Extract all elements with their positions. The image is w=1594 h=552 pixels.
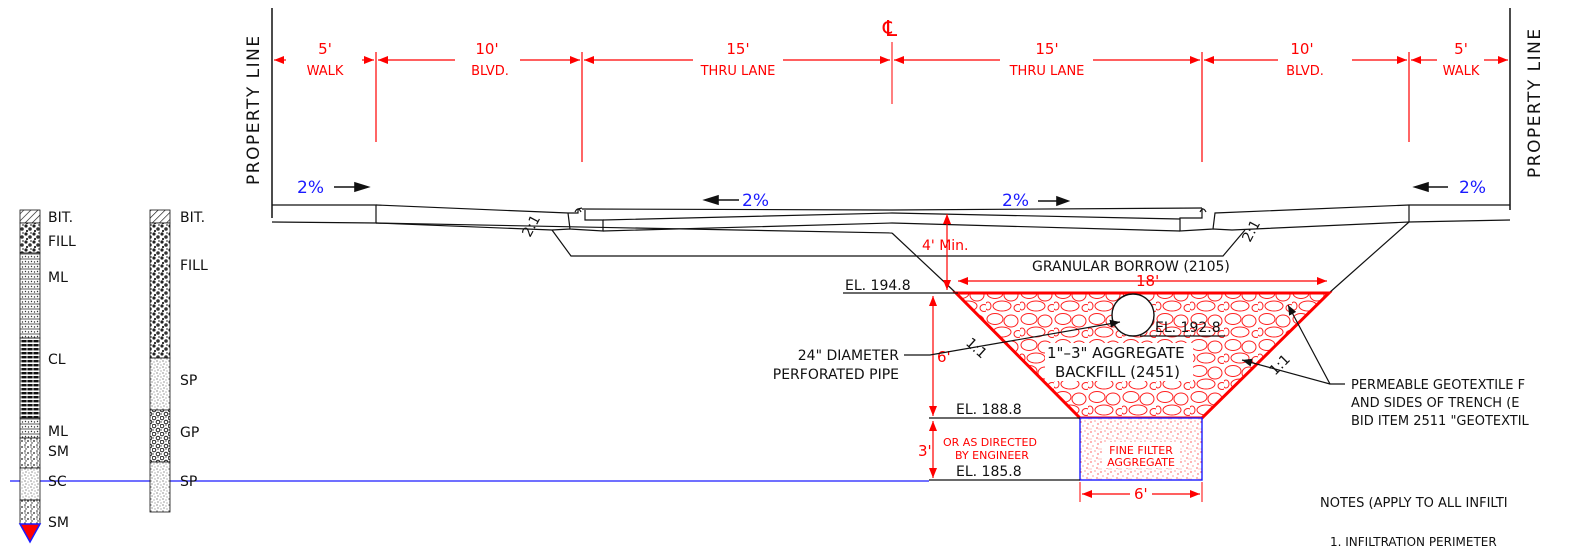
el-pipe-label: EL. 192.8 [1155,320,1221,336]
soil-label: SP [180,474,197,490]
dim-walk-right: 5' WALK [1443,40,1480,79]
geotextile-line-3: BID ITEM 2511 "GEOTEXTIL [1351,414,1530,429]
slope-value: 2% [742,191,769,211]
soil-label: SC [48,474,67,490]
bottom-width-label-bg [1130,486,1152,500]
note-1: 1. INFILTRATION PERIMETER [1330,535,1497,549]
slope-value: 2% [1002,191,1029,211]
slope-value: 2% [1459,178,1486,198]
dim-label: BLVD. [1286,64,1324,79]
dim-thru-lane-left: 15' THRU LANE [700,40,776,79]
dim-label: WALK [1443,64,1480,79]
pipe-label-line-1: 24" DIAMETER [798,348,900,364]
centerline-symbol: ℄ [882,17,898,42]
dim-label: BLVD. [471,64,509,79]
perforated-pipe [1111,293,1155,337]
dim-label: WALK [307,64,344,79]
soil-label: SM [48,515,69,531]
el-bottom-label: EL. 185.8 [956,464,1022,480]
dim-blvd-left: 10' BLVD. [471,40,509,79]
aggregate-line-1: 1"–3" AGGREGATE [1047,344,1185,362]
soil-layer-bit [149,209,171,224]
soil-label: ML [48,424,68,440]
top-dimension-string [274,52,1508,162]
arrow-right-icon [334,181,371,193]
notes-heading: NOTES (APPLY TO ALL INFILTI [1320,496,1508,511]
fine-filter-label-bg [1102,442,1180,468]
soil-layer-sp [149,357,171,411]
arrow-left-icon [702,194,739,206]
el-mid-label: EL. 188.8 [956,402,1022,418]
fine-filter-line-1: FINE FILTER [1109,444,1173,457]
aggregate-label-bg [1045,343,1193,381]
arrow-right-icon [1038,195,1071,207]
groundwater-marker-icon [18,523,42,544]
dim-value: 10' [1290,40,1313,58]
soil-layer-fill [19,222,41,254]
directed-line-2: BY ENGINEER [955,449,1029,462]
aggregate-line-2: BACKFILL (2451) [1055,363,1180,381]
dim-value: 5' [1454,40,1468,58]
roadway-section [271,204,1511,294]
dim-label: THRU LANE [700,64,776,79]
fine-filter-line-2: AGGREGATE [1107,456,1175,469]
soil-layer-bit [19,209,41,224]
slope-right-lane: 2% [1002,191,1071,211]
trench-slope-right: 1:1 [1267,352,1294,379]
slope-right-walk: 2% [1412,178,1486,198]
soil-layer-sp [149,461,171,513]
soil-layer-sm [19,437,41,469]
min-cover-label: 4' Min. [922,238,969,254]
boring-log-1: BIT. FILL ML CL ML SM SC SM [18,209,76,544]
depth-3-label: 3' [918,442,932,460]
dim-value: 10' [475,40,498,58]
property-line-right-label: PROPERTY LINE [1525,27,1545,178]
soil-layer-gp [149,409,171,463]
soil-label: BIT. [180,210,205,226]
soil-label: GP [180,425,199,441]
slope-left-lane: 2% [702,191,769,211]
side-slope-right: 2:1 [1239,217,1264,244]
el-top-label: EL. 194.8 [845,278,911,294]
bottom-width-label: 6' [1134,485,1148,503]
slope-left-walk: 2% [297,178,371,198]
curb-right [1199,208,1207,213]
curb-left [574,208,582,213]
dim-value: 15' [1035,40,1058,58]
top-width-label: 18' [1136,272,1159,290]
soil-label: ML [48,270,68,286]
dim-thru-lane-right: 15' THRU LANE [1009,40,1085,79]
geotextile-leader-2 [1241,358,1331,385]
soil-label: FILL [180,258,208,274]
soil-label: SM [48,444,69,460]
slope-value: 2% [297,178,324,198]
geotextile-line-2: AND SIDES OF TRENCH (E [1351,396,1519,411]
granular-borrow-label: GRANULAR BORROW (2105) [1032,259,1230,275]
dim-walk-left: 5' WALK [307,40,344,79]
dim-blvd-right: 10' BLVD. [1286,40,1324,79]
soil-layer-sm [19,499,41,525]
dim-value: 15' [726,40,749,58]
soil-layer-ml [19,417,41,439]
dim-value: 5' [318,40,332,58]
side-slope-left: 2:1 [519,212,544,239]
pipe-leader [904,319,1121,356]
pipe-label-line-2: PERFORATED PIPE [773,367,899,383]
soil-layer-ml [19,252,41,339]
property-line-left-label: PROPERTY LINE [244,34,264,185]
soil-layer-fill [149,222,171,359]
geotextile-line-1: PERMEABLE GEOTEXTILE F [1351,378,1525,393]
arrow-left-icon [1412,181,1448,193]
soil-label: CL [48,352,66,368]
soil-layer-cl [19,337,41,419]
depth-6-label: 6' [937,348,951,366]
soil-label: FILL [48,234,76,250]
boring-log-2: BIT. FILL SP GP SP [149,209,208,513]
dim-label: THRU LANE [1009,64,1085,79]
soil-label: SP [180,373,197,389]
soil-label: BIT. [48,210,73,226]
directed-line-1: OR AS DIRECTED [943,436,1037,449]
soil-layer-sc [19,467,41,501]
